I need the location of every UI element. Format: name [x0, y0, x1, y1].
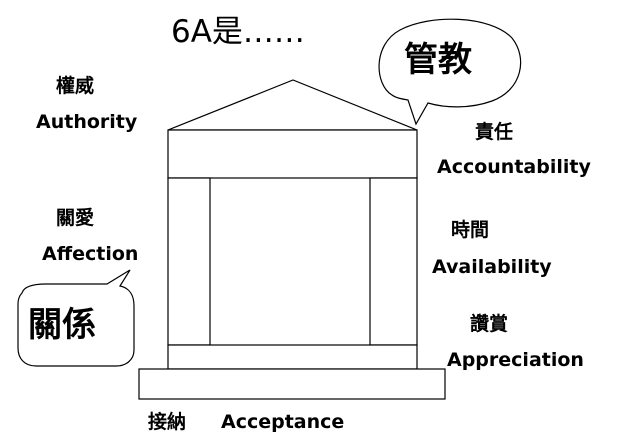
authority-label-zh: 權威: [56, 75, 95, 97]
availability-label-zh: 時間: [451, 219, 490, 241]
temple-base: [138, 368, 446, 400]
temple-roof: [167, 79, 418, 131]
affection-label-zh: 關愛: [56, 207, 95, 229]
appreciation-label-zh: 讚賞: [470, 313, 509, 335]
acceptance-label-en: Acceptance: [221, 411, 345, 433]
temple-upper-step: [167, 344, 418, 370]
diagram-title: 6A是……: [171, 14, 305, 50]
availability-label-en: Availability: [432, 256, 552, 278]
speech-bubble-left-text: 關係: [28, 305, 96, 345]
accountability-label-zh: 責任: [475, 121, 514, 143]
temple-right-column: [369, 177, 418, 346]
appreciation-label-en: Appreciation: [447, 349, 584, 371]
temple-entablature: [167, 129, 418, 179]
speech-bubble-top: [378, 18, 522, 126]
speech-bubble-top-text: 管教: [404, 40, 472, 80]
acceptance-label-zh: 接納: [148, 411, 187, 433]
temple-left-column: [167, 177, 211, 346]
authority-label-en: Authority: [36, 111, 138, 133]
speech-bubble-left: [17, 269, 135, 367]
accountability-label-en: Accountability: [437, 156, 591, 178]
affection-label-en: Affection: [42, 243, 139, 265]
